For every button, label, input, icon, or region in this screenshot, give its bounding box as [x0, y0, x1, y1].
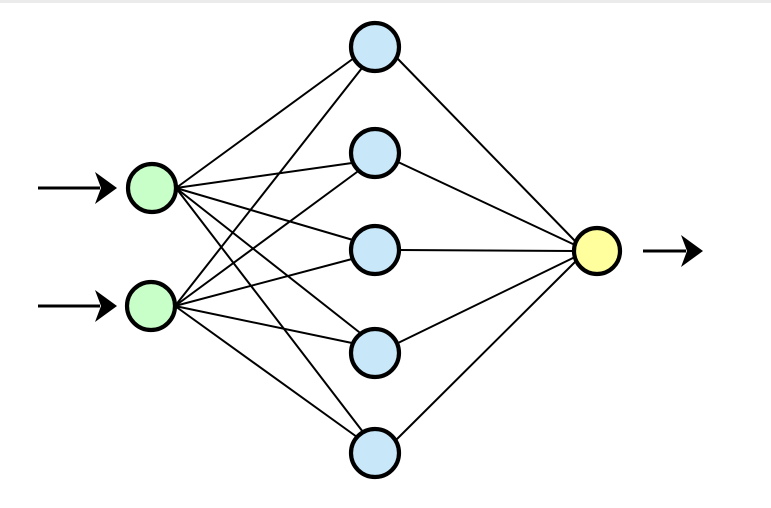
hidden-node-2[interactable] — [348, 126, 402, 180]
node-circle[interactable] — [348, 20, 402, 74]
hidden-layer — [348, 20, 402, 480]
connection-edge — [175, 162, 353, 189]
output-arrow-1 — [643, 235, 703, 267]
connection-edge — [175, 187, 360, 333]
connection-edge — [175, 187, 364, 433]
connection-edge — [174, 258, 353, 307]
node-circle[interactable] — [124, 279, 178, 333]
node-circle[interactable] — [348, 223, 402, 277]
connection-edge — [397, 256, 576, 344]
arrow-head-icon — [95, 290, 117, 322]
connection-edge — [175, 57, 355, 189]
hidden-node-1[interactable] — [348, 20, 402, 74]
connection-edge — [174, 305, 358, 438]
input-arrow-2 — [38, 290, 117, 322]
top-edge-strip — [0, 0, 771, 3]
node-circle[interactable] — [125, 161, 179, 215]
arrow-head-icon — [681, 235, 703, 267]
output-layer — [571, 225, 623, 277]
connection-edge — [174, 305, 353, 344]
input-node-2[interactable] — [124, 279, 178, 333]
hidden-node-5[interactable] — [348, 426, 402, 480]
node-circle[interactable] — [348, 426, 402, 480]
hidden-node-4[interactable] — [348, 326, 402, 380]
input-node-1[interactable] — [125, 161, 179, 215]
connection-edge — [396, 57, 577, 243]
connection-edge — [175, 187, 354, 241]
node-circle[interactable] — [348, 126, 402, 180]
output-node-1[interactable] — [571, 225, 623, 277]
connections-group — [174, 57, 577, 441]
connection-edge — [174, 171, 358, 307]
connection-edge — [397, 161, 576, 246]
arrow-head-icon — [95, 172, 117, 204]
input-layer — [124, 161, 179, 333]
arrows-group — [38, 172, 703, 322]
node-circle[interactable] — [571, 225, 623, 277]
connection-edge — [398, 249, 575, 252]
connection-edge — [395, 260, 577, 441]
nodes-group — [124, 20, 623, 480]
input-arrow-1 — [38, 172, 117, 204]
node-circle[interactable] — [348, 326, 402, 380]
hidden-node-3[interactable] — [348, 223, 402, 277]
connection-edge — [174, 67, 363, 307]
